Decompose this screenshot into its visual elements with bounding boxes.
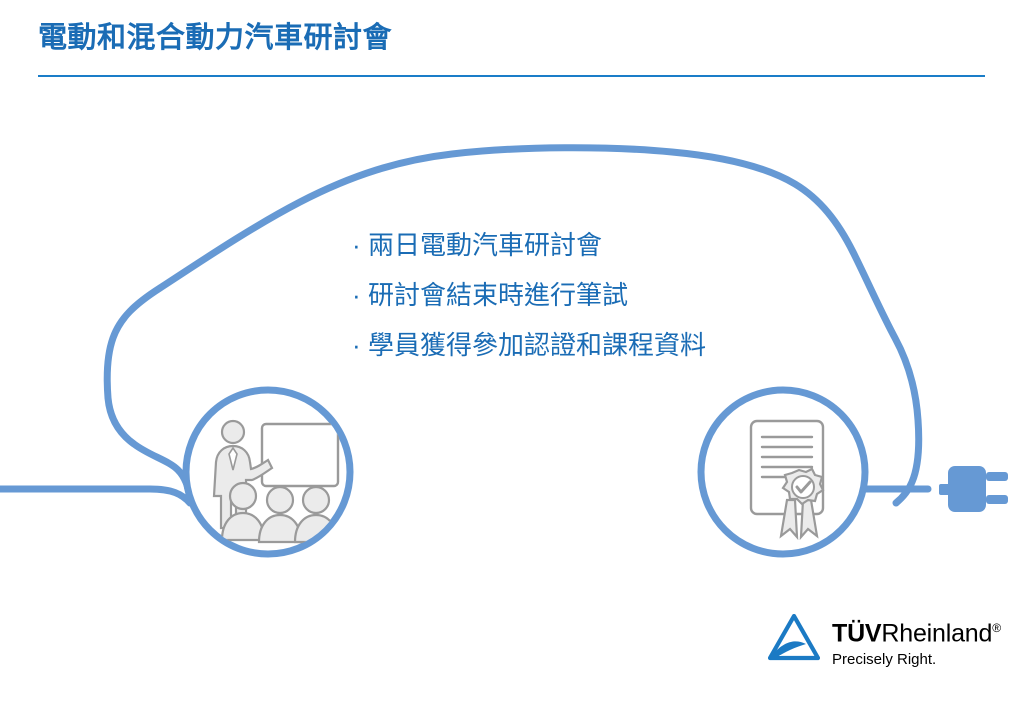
bullet-marker: · (352, 330, 361, 360)
logo-brand-bold: TÜV (832, 619, 882, 648)
bullet-marker: · (352, 280, 361, 310)
page-title: 電動和混合動力汽車研討會 (38, 22, 393, 54)
list-item: · 學員獲得參加認證和課程資料 (352, 324, 812, 374)
bullet-text: 研討會結束時進行筆試 (368, 280, 629, 310)
bullet-marker: · (352, 230, 361, 260)
title-divider (38, 75, 985, 77)
seal-ribbons (779, 498, 819, 541)
charging-plug (939, 466, 1008, 512)
title-block: 電動和混合動力汽車研討會 (38, 18, 986, 58)
list-item: · 兩日電動汽車研討會 (352, 224, 812, 274)
registered-trademark-icon: ® (992, 621, 1001, 635)
logo-wordmark: TÜVRheinland® (832, 614, 1001, 647)
bullet-text: 學員獲得參加認證和課程資料 (368, 330, 707, 360)
whiteboard-shape (260, 422, 340, 488)
bullet-list: · 兩日電動汽車研討會 · 研討會結束時進行筆試 · 學員獲得參加認證和課程資料 (352, 224, 812, 374)
bullet-text: 兩日電動汽車研討會 (368, 230, 603, 260)
logo-brand-regular: Rheinland (881, 619, 993, 648)
presenter-tie (228, 446, 238, 471)
seal-checkmark (795, 480, 812, 494)
logo-text-block: TÜVRheinland® Precisely Right. (832, 612, 1001, 669)
list-item: · 研討會結束時進行筆試 (352, 274, 812, 324)
logo-tagline: Precisely Right. (832, 651, 937, 669)
electric-car-outline (103, 144, 923, 507)
certificate-icon (697, 386, 869, 558)
tuv-rheinland-triangle-mark (768, 614, 820, 661)
audience-figures (220, 481, 339, 544)
seminar-presentation-icon (182, 386, 354, 558)
tuv-rheinland-logo: TÜVRheinland® Precisely Right. (768, 612, 1001, 669)
